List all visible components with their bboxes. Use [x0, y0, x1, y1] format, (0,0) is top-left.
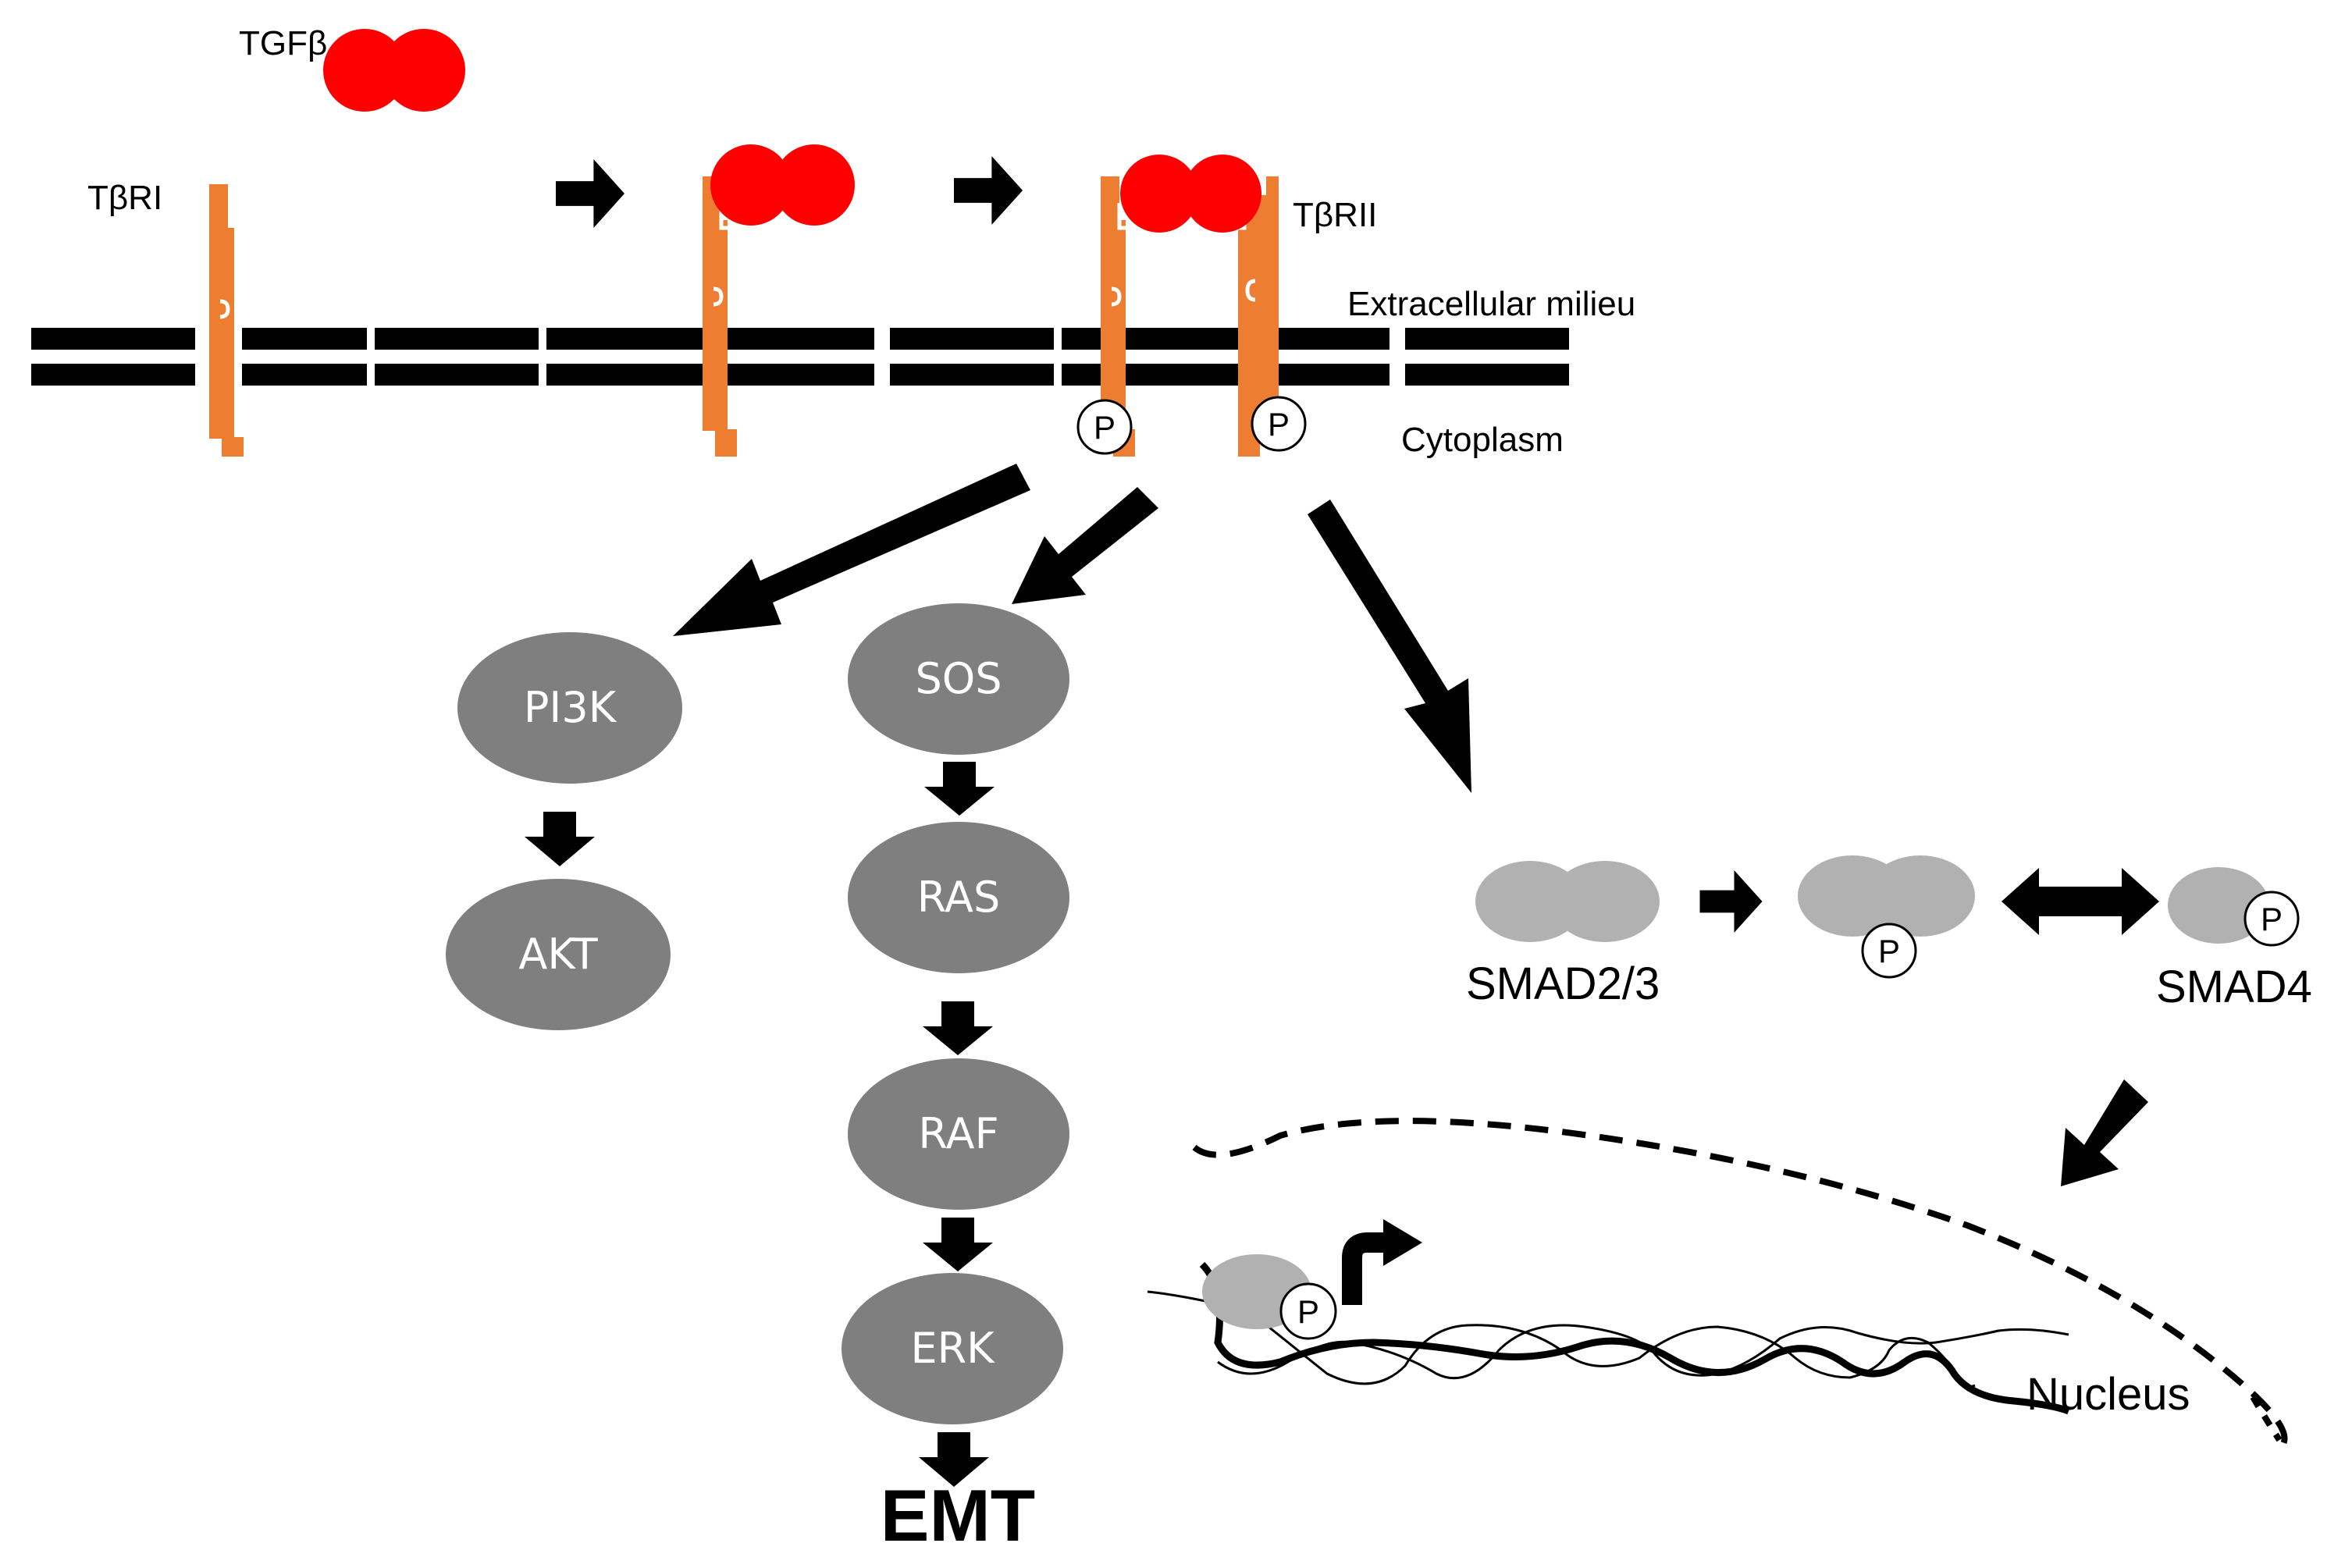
dna-double-helix: [1147, 1261, 2070, 1415]
phosphate-label: P: [1268, 406, 1290, 443]
extracellular-label: Extracellular milieu: [1347, 285, 1635, 323]
smad-bound-to-dna: P: [1202, 1254, 1337, 1340]
nuclear-envelope-tail: [2250, 1395, 2283, 1442]
membrane-inner-leaflet: [31, 364, 1569, 386]
phosphate-label: P: [1094, 409, 1116, 446]
smad23-label: SMAD2/3: [1466, 958, 1660, 1009]
smad23-dimer: [1475, 861, 1660, 942]
arrow-smad-complex-exchange: [2002, 868, 2159, 935]
arrow-raf-to-erk: [923, 1218, 993, 1271]
node-pi3k-label: PI3K: [524, 683, 617, 732]
tgfb-ligand-dimer-active: [1120, 155, 1261, 233]
receptor-tbri-unbound: [209, 184, 244, 457]
tgfb-label: TGFβ: [239, 24, 327, 62]
arrow-sos-to-ras: [924, 762, 995, 816]
receptor-phosphate-right: P: [1251, 396, 1307, 452]
nuclear-envelope: [1192, 1118, 2288, 1450]
receptor-complex-active: [1101, 176, 1279, 457]
node-akt: AKT: [446, 879, 671, 1030]
membrane-outer-leaflet: [31, 328, 1569, 350]
cytoplasm-label: Cytoplasm: [1401, 421, 1564, 459]
tgfb-ligand-dimer-bound: [710, 144, 855, 226]
node-pi3k: PI3K: [457, 632, 682, 784]
node-ras-label: RAS: [917, 873, 1001, 922]
arrow-smad-to-nucleus: [2061, 1079, 2148, 1186]
smad23-phosphorylated: P: [1798, 855, 1975, 979]
node-sos: SOS: [848, 603, 1069, 755]
node-erk: ERK: [842, 1273, 1063, 1424]
smad4-label: SMAD4: [2156, 962, 2312, 1012]
arrow-binding-step1: [556, 159, 624, 228]
receptor-phosphate-left: P: [1076, 399, 1133, 455]
dna-strand-thin-1: [1147, 1290, 1976, 1388]
tbri-label: TβRI: [87, 179, 162, 217]
dna-strand-thick: [1199, 1261, 2070, 1415]
phosphate-label: P: [2261, 901, 2283, 937]
arrow-ras-to-raf: [923, 1001, 993, 1055]
cell-membrane: [31, 328, 1569, 386]
arrow-receptor-to-smad: [1308, 500, 1471, 793]
emt-label: EMT: [881, 1474, 1035, 1556]
nucleus-label: Nucleus: [2026, 1369, 2190, 1420]
node-ras: RAS: [848, 822, 1069, 973]
arrow-smad-phosphorylation: [1699, 870, 1763, 933]
smad4-phosphorylated: P: [2168, 867, 2300, 947]
tbrii-label: TβRII: [1293, 196, 1377, 234]
down-arrows: [525, 762, 995, 1487]
arrow-erk-to-emt: [919, 1432, 989, 1487]
tgfb-ligand-dimer-free: [323, 29, 465, 112]
node-raf: RAF: [848, 1058, 1069, 1210]
dna-strand-thin-2: [1217, 1324, 2069, 1380]
phosphate-label: P: [1297, 1293, 1319, 1330]
arrow-receptor-to-sos: [1012, 487, 1158, 604]
node-raf-label: RAF: [918, 1109, 998, 1158]
phosphate-label: P: [1878, 933, 1900, 969]
transcription-start-arrow: [1342, 1219, 1422, 1305]
arrow-binding-step2: [954, 156, 1023, 225]
arrow-receptor-to-pi3k: [673, 464, 1030, 636]
arrow-pi3k-to-akt: [525, 812, 595, 866]
node-erk-label: ERK: [910, 1324, 995, 1373]
node-sos-label: SOS: [915, 654, 1002, 703]
node-akt-label: AKT: [518, 930, 598, 979]
